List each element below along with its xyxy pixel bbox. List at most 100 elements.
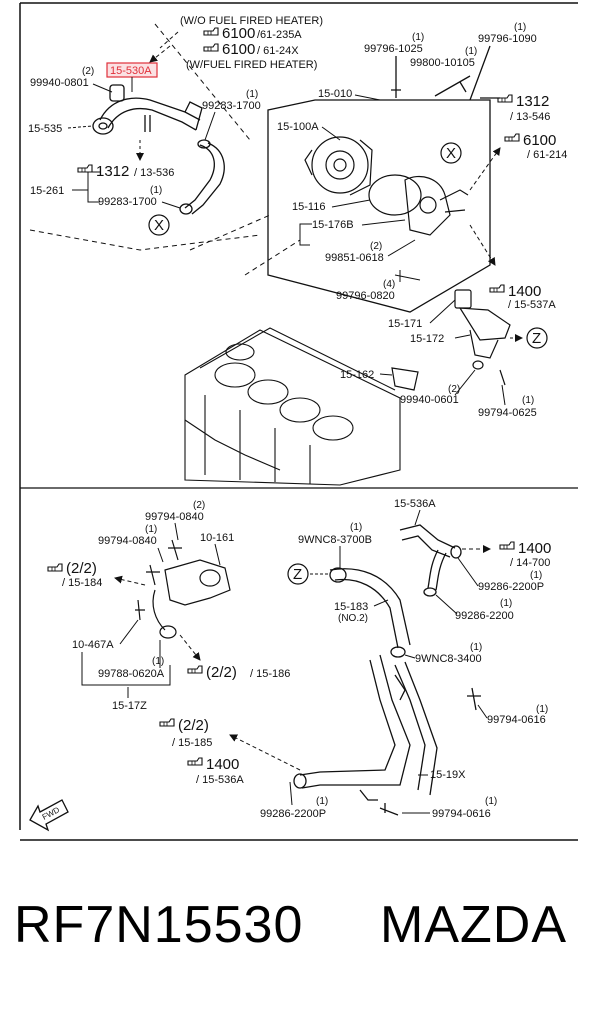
hand-pointer-icon: [187, 757, 203, 766]
connector-x-circle: [440, 142, 462, 164]
cylinder-head: [184, 327, 401, 486]
forward-arrow-icon: FWD: [29, 799, 69, 832]
qty-label: (2): [448, 384, 460, 395]
ref-1312-a: 1312: [96, 163, 129, 180]
part-99286-2200p-a[interactable]: 99286-2200P: [260, 808, 326, 820]
part-15-19x[interactable]: 15-19X: [430, 769, 466, 781]
part-99940-0801[interactable]: 99940-0801: [30, 77, 89, 89]
qty-label: (1): [150, 185, 162, 196]
ref-2-2-a: (2/2): [66, 560, 97, 577]
ref-1400-b: 1400: [206, 756, 239, 773]
hand-pointer-icon: [77, 164, 93, 173]
part-99851-0618[interactable]: 99851-0618: [325, 252, 384, 264]
footer-part-number: RF7N15530: [14, 896, 304, 954]
part-15-171[interactable]: 15-171: [388, 318, 422, 330]
part-15-172[interactable]: 15-172: [410, 333, 444, 345]
bypass-pipe-assembly: [293, 524, 462, 801]
ref-2-2-c-sub: / 15-185: [172, 737, 212, 749]
parts-diagram: (W/O FUEL FIRED HEATER) 6100 /61-235A 61…: [19, 2, 578, 841]
ref-1400-b-sub: / 15-536A: [196, 774, 244, 786]
part-10-467a[interactable]: 10-467A: [72, 639, 114, 651]
part-15-116[interactable]: 15-116: [292, 201, 325, 213]
part-9wnc8-3400[interactable]: 9WNC8-3400: [415, 653, 482, 665]
part-9wnc8-3700b[interactable]: 9WNC8-3700B: [298, 534, 372, 546]
part-10-161[interactable]: 10-161: [200, 532, 234, 544]
part-99788-0620a[interactable]: 99788-0620A: [98, 668, 165, 680]
part-15-17z[interactable]: 15-17Z: [112, 700, 147, 712]
hand-pointer-icon: [203, 27, 219, 36]
ref-1312-b: 1312: [516, 93, 549, 110]
ref-1400-c: 1400: [518, 540, 551, 557]
part-99283-1700-b[interactable]: 99283-1700: [98, 196, 157, 208]
qty-label: (1): [350, 522, 362, 533]
ref-1400-c-sub: / 14-700: [510, 557, 550, 569]
part-15-536a[interactable]: 15-536A: [394, 498, 436, 510]
qty-label: (1): [514, 22, 526, 33]
hand-pointer-icon: [499, 541, 515, 550]
hand-pointer-icon: [203, 43, 219, 52]
water-hose-assembly: [92, 84, 225, 215]
qty-label: (1): [485, 796, 497, 807]
qty-label: (1): [530, 570, 542, 581]
part-15-183[interactable]: 15-183: [334, 601, 368, 613]
ref-1312-b-sub: / 13-546: [510, 111, 550, 123]
part-99794-0625[interactable]: 99794-0625: [478, 407, 537, 419]
part-99796-1090[interactable]: 99796-1090: [478, 33, 537, 45]
qty-label: (1): [152, 656, 164, 667]
qty-label: (1): [246, 89, 258, 100]
part-99794-0840-a[interactable]: 99794-0840: [145, 511, 204, 523]
connector-z-label: Z: [532, 330, 541, 347]
connector-x-label: X: [154, 217, 164, 234]
ref-1400-a-sub: / 15-537A: [508, 299, 556, 311]
part-15-183-note: (NO.2): [338, 613, 368, 624]
ref-1400-a: 1400: [508, 283, 541, 300]
part-15-261[interactable]: 15-261: [30, 185, 64, 197]
qty-label: (1): [522, 395, 534, 406]
qty-label: (1): [465, 46, 477, 57]
part-15-535[interactable]: 15-535: [28, 123, 62, 135]
part-99794-0616-b[interactable]: 99794-0616: [432, 808, 491, 820]
ref-2-2-c: (2/2): [178, 717, 209, 734]
qty-label: (1): [500, 598, 512, 609]
part-99286-2200p-b[interactable]: 99286-2200P: [478, 581, 544, 593]
part-99796-0820[interactable]: 99796-0820: [336, 290, 395, 302]
part-15-176b[interactable]: 15-176B: [312, 219, 354, 231]
part-99794-0616-a[interactable]: 99794-0616: [487, 714, 546, 726]
qty-label: (4): [383, 279, 395, 290]
hand-pointer-icon: [504, 133, 520, 142]
ref-6100-b-sub: / 61-24X: [257, 45, 299, 57]
part-99940-0601[interactable]: 99940-0601: [400, 394, 459, 406]
hand-pointer-icon: [47, 563, 63, 572]
ref-6100-b: 6100: [222, 41, 255, 58]
ref-6100-a: 6100: [222, 25, 255, 42]
part-15-010[interactable]: 15-010: [318, 88, 352, 100]
part-15-162[interactable]: 15-162: [340, 369, 374, 381]
qty-label: (1): [412, 32, 424, 43]
part-99283-1700-a[interactable]: 99283-1700: [202, 100, 261, 112]
part-99800-10105[interactable]: 99800-10105: [410, 57, 475, 69]
note-without-heater: (W/O FUEL FIRED HEATER): [180, 15, 323, 27]
ref-2-2-a-sub: / 15-184: [62, 577, 102, 589]
hand-pointer-icon: [497, 94, 513, 103]
water-outlet-assembly: [135, 539, 231, 639]
part-15-100a[interactable]: 15-100A: [277, 121, 319, 133]
ref-6100-a-sub: /61-235A: [257, 29, 302, 41]
part-99794-0840-b[interactable]: 99794-0840: [98, 535, 157, 547]
connector-z-circle: [526, 327, 548, 349]
qty-label: (2): [82, 66, 94, 77]
qty-label: (2): [193, 500, 205, 511]
highlighted-part-label[interactable]: 15-530A: [110, 65, 152, 77]
water-pump-body: [304, 136, 469, 236]
connector-x-circle: [148, 214, 170, 236]
thermostat-housing: [454, 289, 511, 386]
ref-2-2-b-sub: / 15-186: [250, 668, 290, 680]
part-99796-1025[interactable]: 99796-1025: [364, 43, 423, 55]
hand-pointer-icon: [187, 665, 203, 674]
footer-brand: MAZDA: [380, 896, 567, 954]
connector-z-circle: [287, 563, 309, 585]
hand-pointer-icon: [159, 718, 175, 727]
hand-pointer-icon: [489, 284, 505, 293]
qty-label: (1): [316, 796, 328, 807]
note-with-heater: (W/FUEL FIRED HEATER): [186, 59, 317, 71]
part-99286-2200[interactable]: 99286-2200: [455, 610, 514, 622]
